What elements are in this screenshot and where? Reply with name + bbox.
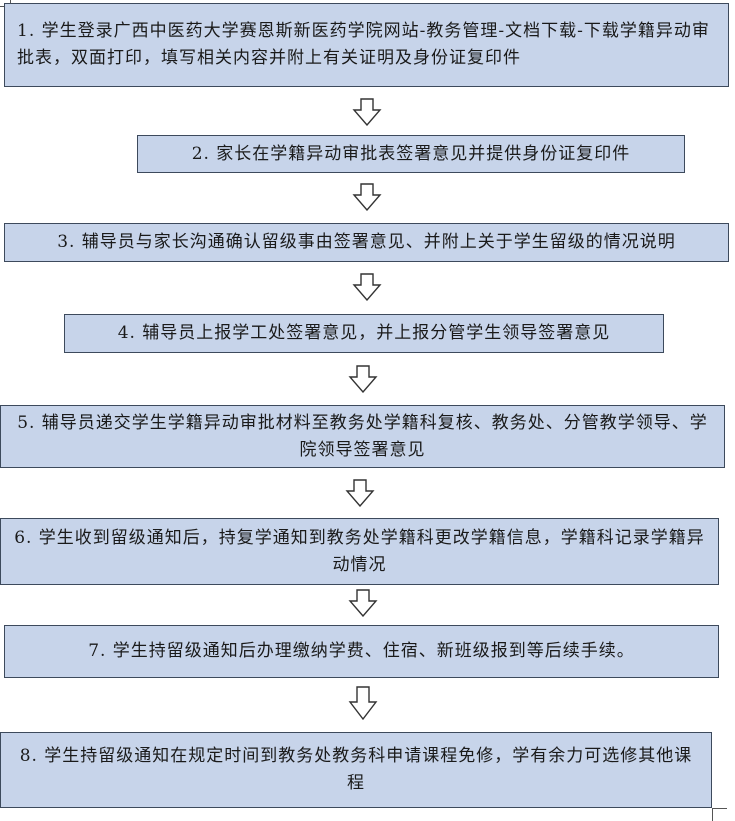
step-7-text: 7. 学生持留级通知后办理缴纳学费、住宿、新班级报到等后续手续。	[88, 641, 635, 661]
step-7-box: 7. 学生持留级通知后办理缴纳学费、住宿、新班级报到等后续手续。	[4, 625, 719, 678]
step-5-text: 5. 辅导员递交学生学籍异动审批材料至教务处学籍科复核、教务处、分管教学领导、学…	[17, 412, 708, 460]
down-arrow-icon	[345, 479, 375, 507]
step-4-text: 4. 辅导员上报学工处签署意见，并上报分管学生领导签署意见	[117, 323, 611, 343]
step-8-box: 8. 学生持留级通知在规定时间到教务处教务科申请课程免修，学有余力可选修其他课程	[0, 732, 712, 808]
step-1-text: 1. 学生登录广西中医药大学赛恩斯新医药学院网站-教务管理-文档下载-下载学籍异…	[17, 21, 710, 68]
step-8-text: 8. 学生持留级通知在规定时间到教务处教务科申请课程免修，学有余力可选修其他课程	[19, 746, 693, 793]
step-2-box: 2. 家长在学籍异动审批表签署意见并提供身份证复印件	[137, 135, 685, 173]
step-6-text: 6. 学生收到留级通知后，持复学通知到教务处学籍科更改学籍信息，学籍科记录学籍异…	[14, 527, 705, 575]
down-arrow-icon	[348, 365, 378, 393]
step-3-text: 3. 辅导员与家长沟通确认留级事由签署意见、并附上关于学生留级的情况说明	[57, 232, 676, 252]
step-5-box: 5. 辅导员递交学生学籍异动审批材料至教务处学籍科复核、教务处、分管教学领导、学…	[0, 405, 725, 468]
step-1-box: 1. 学生登录广西中医药大学赛恩斯新医药学院网站-教务管理-文档下载-下载学籍异…	[4, 3, 729, 87]
step-3-box: 3. 辅导员与家长沟通确认留级事由签署意见、并附上关于学生留级的情况说明	[4, 223, 729, 262]
down-arrow-icon	[352, 98, 382, 126]
step-4-box: 4. 辅导员上报学工处签署意见，并上报分管学生领导签署意见	[64, 314, 664, 353]
step-2-text: 2. 家长在学籍异动审批表签署意见并提供身份证复印件	[191, 143, 631, 164]
down-arrow-icon	[352, 273, 382, 301]
down-arrow-icon	[352, 183, 382, 211]
step-6-box: 6. 学生收到留级通知后，持复学通知到教务处学籍科更改学籍信息，学籍科记录学籍异…	[0, 518, 719, 585]
down-arrow-icon	[348, 589, 378, 617]
down-arrow-icon	[348, 686, 378, 720]
crop-mark-bottom-right	[712, 808, 727, 821]
